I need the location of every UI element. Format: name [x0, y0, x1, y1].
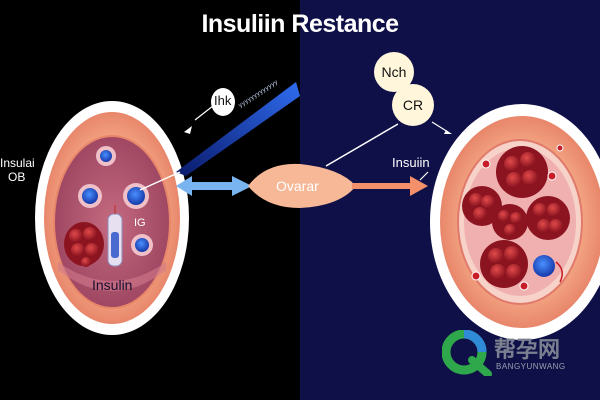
left-cell-bottom-label: Insulin — [92, 277, 133, 293]
bubble-top-label: Nch — [381, 64, 407, 80]
center-oval-label: Ovarar — [276, 178, 319, 194]
left-double-arrow — [176, 176, 252, 196]
bubble-bottom: CR — [392, 84, 434, 126]
left-cell-mid-label: IG — [134, 217, 146, 229]
bubble-top: Nch — [374, 52, 414, 92]
watermark-en: BANGYUNWANG — [496, 362, 566, 371]
left-side-label-top: Insulai — [0, 156, 35, 170]
watermark-logo-icon — [442, 330, 492, 376]
left-cell — [35, 101, 189, 335]
diagram-title: Insuliin Restance — [201, 10, 399, 38]
left-callout-label: Ihk — [214, 93, 232, 108]
left-side-label-bottom: OB — [8, 170, 26, 184]
watermark-cn: 帮孕网 — [494, 338, 561, 363]
bubble-bottom-label: CR — [402, 97, 424, 113]
right-arrow — [352, 176, 428, 196]
left-callout-bubble — [211, 88, 235, 116]
right-arrow-label: Insuiin — [392, 155, 430, 170]
center-oval — [248, 163, 356, 208]
injection-needle — [139, 82, 300, 191]
watermark: 帮孕网 BANGYUNWANG — [440, 328, 600, 378]
right-cell — [430, 104, 600, 340]
